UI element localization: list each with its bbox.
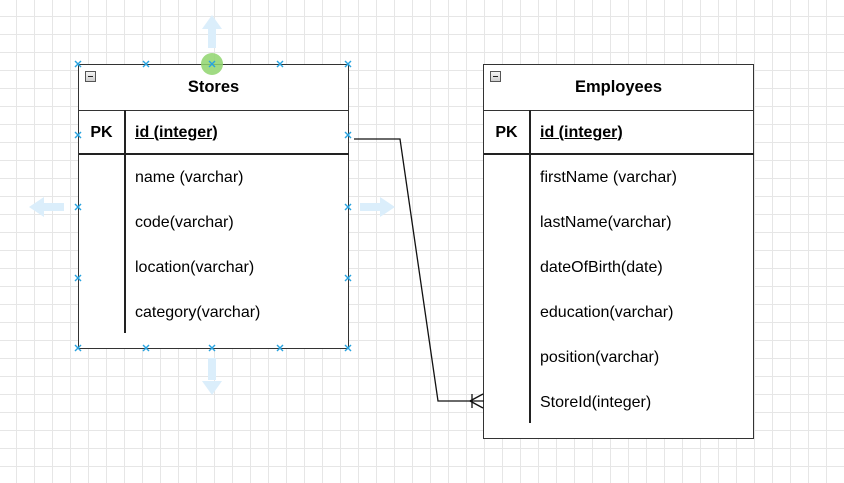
- collapse-icon[interactable]: [490, 71, 501, 82]
- stores-table[interactable]: Stores PK id (integer) name (varchar) co…: [78, 64, 349, 349]
- collapse-icon[interactable]: [85, 71, 96, 82]
- field-storeid[interactable]: StoreId(integer): [540, 393, 652, 411]
- field-id[interactable]: id (integer): [135, 123, 218, 141]
- field-position[interactable]: position(varchar): [540, 348, 660, 366]
- resize-handle: [142, 60, 150, 68]
- resize-handle: [74, 274, 82, 282]
- hover-arrow-down-icon[interactable]: [202, 358, 222, 395]
- field-firstname[interactable]: firstName (varchar): [540, 168, 677, 186]
- resize-handle: [142, 344, 150, 352]
- resize-handle: [344, 203, 352, 211]
- resize-handle: [276, 60, 284, 68]
- field-code[interactable]: code(varchar): [135, 213, 234, 231]
- resize-handle: [276, 344, 284, 352]
- hover-arrow-left-icon[interactable]: [29, 197, 64, 217]
- field-lastname[interactable]: lastName(varchar): [540, 213, 672, 231]
- resize-handle: [344, 60, 352, 68]
- resize-handle: [74, 60, 82, 68]
- field-id[interactable]: id (integer): [540, 123, 623, 141]
- field-name[interactable]: name (varchar): [135, 168, 244, 186]
- resize-handle: [344, 344, 352, 352]
- resize-handle: [344, 131, 352, 139]
- primary-key-label: PK: [90, 123, 113, 141]
- resize-handle: [208, 344, 216, 352]
- resize-handle: [74, 203, 82, 211]
- selection-handles[interactable]: [74, 60, 352, 352]
- key-separator: [79, 153, 349, 155]
- field-dateofbirth[interactable]: dateOfBirth(date): [540, 258, 663, 276]
- hover-arrow-right-icon[interactable]: [360, 197, 395, 217]
- field-category[interactable]: category(varchar): [135, 303, 261, 321]
- stores-table-title: Stores: [79, 65, 348, 111]
- column-divider: [124, 110, 126, 333]
- resize-handle: [74, 131, 82, 139]
- field-education[interactable]: education(varchar): [540, 303, 674, 321]
- field-location[interactable]: location(varchar): [135, 258, 255, 276]
- primary-key-label: PK: [495, 123, 518, 141]
- employees-table-title: Employees: [484, 65, 753, 111]
- resize-handle: [344, 274, 352, 282]
- employees-table[interactable]: Employees PK id (integer) firstName (var…: [483, 64, 754, 439]
- hover-arrow-up-icon[interactable]: [202, 15, 222, 48]
- column-divider: [529, 110, 531, 423]
- key-separator: [484, 153, 754, 155]
- resize-handle: [74, 344, 82, 352]
- relationship-connector[interactable]: [354, 138, 484, 409]
- resize-handle: [208, 60, 216, 68]
